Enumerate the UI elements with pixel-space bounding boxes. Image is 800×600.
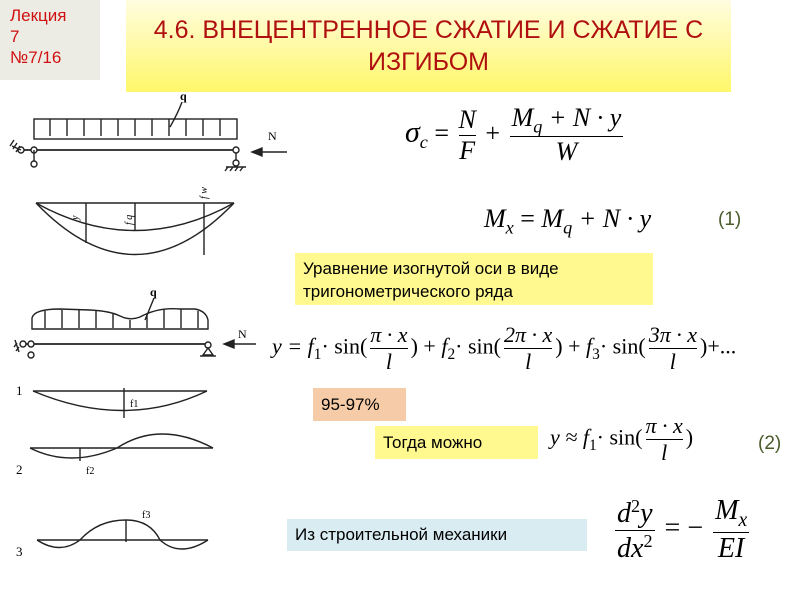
- mode-1-index: 1: [16, 383, 23, 398]
- note-then-can: Тогда можно: [375, 426, 538, 459]
- lecture-number: 7: [10, 27, 20, 46]
- equation-number-2: (2): [758, 433, 782, 454]
- note-percent: 95-97%: [313, 388, 406, 421]
- mode-3-label: f3: [142, 510, 150, 521]
- beam-variable-load-diagram: q N 1 f1 2 f2 3 f3: [13, 285, 256, 559]
- slide-title: 4.6. ВНЕЦЕНТРЕННОЕ СЖАТИЕ И СЖАТИЕ С ИЗГ…: [153, 16, 704, 76]
- beam-uniform-load-diagram: q N y f q f w: [9, 89, 287, 256]
- formula-beam-equation: d2y dx2 = − Mx EI: [615, 495, 750, 564]
- force-n-label: N: [238, 327, 247, 341]
- mode-2-index: 2: [16, 462, 23, 477]
- mode-2-label: f2: [86, 466, 94, 477]
- mode-1-label: f1: [130, 399, 138, 410]
- lecture-badge: Лекция 7 №7/16: [0, 0, 100, 80]
- slide-title-box: 4.6. ВНЕЦЕНТРЕННОЕ СЖАТИЕ И СЖАТИЕ С ИЗГ…: [126, 0, 731, 92]
- slide-number: №7/16: [10, 48, 62, 67]
- note-trig-series: Уравнение изогнутой оси в виде тригономе…: [295, 253, 653, 305]
- lecture-label: Лекция: [10, 6, 67, 25]
- formula-moment: Mx = Mq + N · y: [484, 204, 652, 238]
- equation-number-1: (1): [718, 209, 742, 230]
- svg-text:f q: f q: [124, 215, 135, 225]
- note-from-mechanics: Из строительной механики: [287, 519, 587, 551]
- load-q-label: q: [150, 285, 157, 299]
- load-arrows-icon: [49, 119, 221, 136]
- svg-text:f w: f w: [199, 187, 210, 199]
- force-n-label: N: [268, 129, 277, 143]
- svg-text:y: y: [70, 215, 81, 221]
- load-q-label: q: [180, 89, 187, 103]
- mode-3-index: 3: [16, 544, 23, 559]
